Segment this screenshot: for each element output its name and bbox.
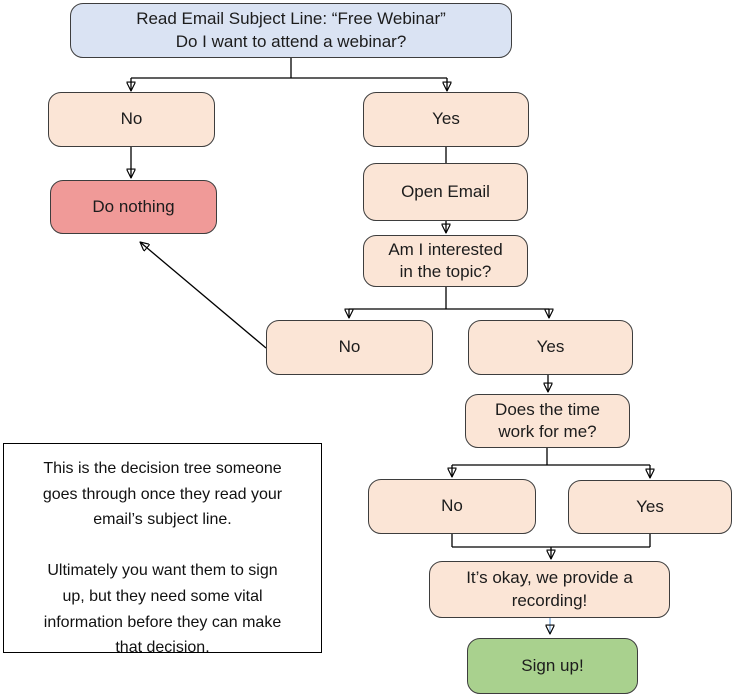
connector-arrow-no2-to-do-nothing: [140, 242, 267, 349]
node-no-interested: No: [266, 320, 433, 375]
explanation-note: This is the decision tree someone goes t…: [3, 443, 322, 656]
node-no-attend: No: [48, 92, 215, 147]
node-no-time: No: [368, 479, 536, 534]
node-sign-up: Sign up!: [467, 638, 638, 694]
node-yes-attend: Yes: [363, 92, 529, 147]
node-yes-interested: Yes: [468, 320, 633, 375]
node-start: Read Email Subject Line: “Free Webinar” …: [70, 3, 512, 58]
node-interested-question: Am I interested in the topic?: [363, 235, 528, 287]
node-do-nothing: Do nothing: [50, 180, 217, 234]
node-time-question: Does the time work for me?: [465, 394, 630, 448]
node-open-email: Open Email: [363, 163, 528, 221]
node-recording: It’s okay, we provide a recording!: [429, 561, 670, 618]
node-yes-time: Yes: [568, 480, 732, 534]
